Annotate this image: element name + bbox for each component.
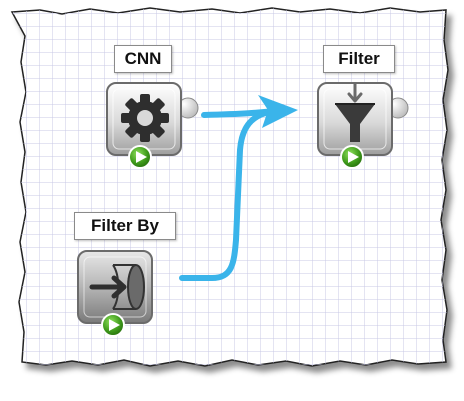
- filter-node-label: Filter: [323, 45, 395, 73]
- cnn-node[interactable]: [106, 82, 199, 169]
- join-arrow-icon: [89, 264, 145, 310]
- gear-icon: [121, 94, 169, 142]
- run-badge-icon[interactable]: [101, 313, 125, 337]
- run-badge-icon[interactable]: [340, 145, 364, 169]
- funnel-icon: [335, 82, 375, 142]
- filter-by-node-label: Filter By: [74, 212, 176, 240]
- filter-by-node[interactable]: [77, 250, 153, 337]
- filter-node[interactable]: [317, 82, 409, 169]
- cnn-node-label: CNN: [114, 45, 172, 73]
- run-badge-icon[interactable]: [128, 145, 152, 169]
- connector-filterby-to-filter[interactable]: [179, 107, 285, 281]
- connector-arrowhead: [258, 95, 298, 128]
